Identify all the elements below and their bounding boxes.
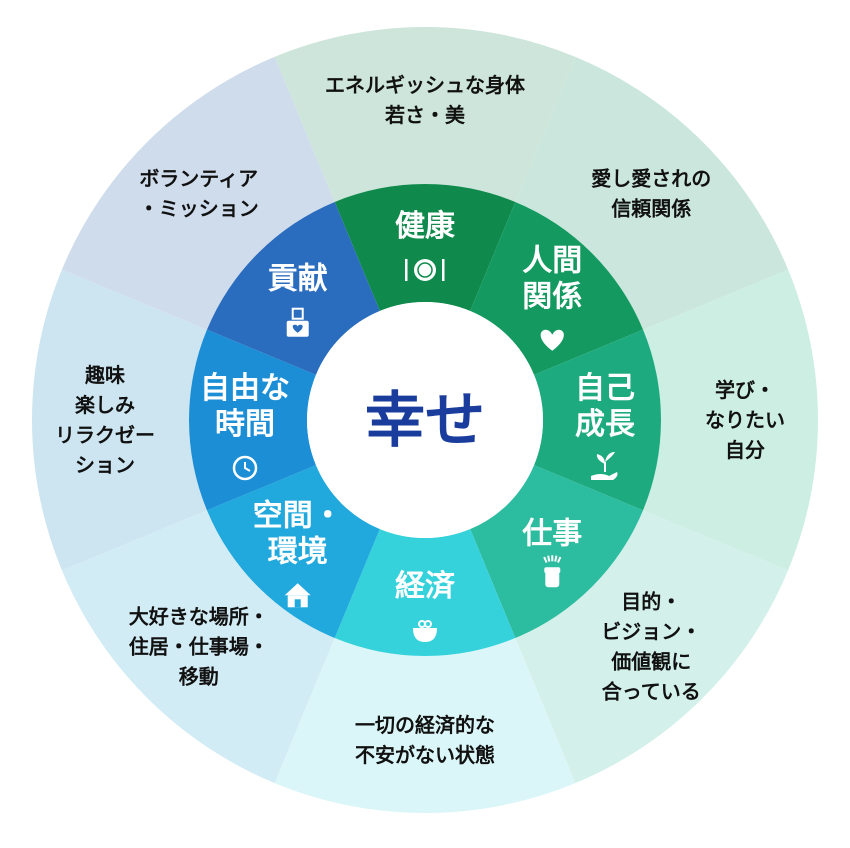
sprout-in-hand-icon [591, 452, 618, 480]
donation-box-icon [286, 307, 309, 337]
inner-segment-growth [534, 329, 661, 511]
inner-label-free-time: 自由な [200, 371, 290, 406]
outer-label-growth: 学び・ [715, 378, 775, 402]
inner-label-space: 環境 [268, 534, 328, 569]
outer-label-work: ビジョン・ [601, 619, 701, 643]
inner-label-work: 仕事 [521, 516, 582, 551]
outer-label-free-time: ション [75, 453, 135, 477]
inner-segment-work [470, 465, 644, 639]
inner-segment-relationships [470, 201, 644, 375]
outer-label-free-time: 趣味 [84, 363, 125, 387]
inner-segment-economy [334, 529, 516, 656]
inner-label-relationships: 関係 [522, 280, 582, 315]
inner-segment-health [334, 184, 516, 311]
outer-label-growth: 自分 [725, 438, 765, 462]
outer-segment-work [515, 510, 789, 784]
coin-purse-icon [413, 620, 437, 642]
inner-label-growth: 自己 [575, 371, 635, 406]
raised-fist-icon [543, 555, 562, 588]
inner-label-relationships: 人間 [522, 244, 582, 279]
outer-label-free-time: 楽しみ [75, 393, 135, 417]
outer-label-work: 価値観に [610, 649, 691, 673]
outer-label-space: 大好きな場所・ [129, 604, 269, 628]
outer-label-space: 移動 [179, 664, 219, 688]
outer-label-health: 若さ・美 [384, 103, 466, 127]
inner-label-growth: 成長 [575, 407, 636, 442]
outer-segment-relationships [515, 56, 789, 330]
outer-segment-space [61, 510, 335, 784]
outer-label-contribution: ・ミッション [139, 197, 259, 221]
outer-label-relationships: 信頼関係 [611, 197, 691, 221]
outer-label-growth: なりたい [705, 408, 785, 432]
inner-ring [189, 184, 661, 656]
inner-label-economy: 経済 [395, 569, 456, 604]
outer-segment-free-time [32, 269, 207, 571]
outer-label-relationships: 愛し愛されの [591, 167, 711, 191]
dinner-plate-icon [405, 259, 445, 281]
inner-label-free-time: 時間 [215, 407, 275, 442]
inner-label-space: 空間・ [253, 498, 343, 533]
outer-label-free-time: リラクゼー [55, 423, 155, 447]
inner-segment-contribution [206, 201, 380, 375]
outer-ring [32, 27, 818, 813]
outer-label-contribution: ボランティア [139, 167, 258, 191]
heart-icon [540, 329, 564, 351]
outer-segment-economy [274, 638, 576, 813]
inner-label-contribution: 貢献 [268, 262, 328, 297]
outer-segment-contribution [61, 56, 335, 330]
inner-segment-free-time [189, 329, 316, 511]
outer-label-economy: 一切の経済的な [355, 713, 495, 737]
inner-segment-space [206, 465, 380, 639]
center-circle [307, 302, 543, 538]
outer-label-economy: 不安がない状態 [355, 743, 495, 767]
outer-segment-health [274, 27, 576, 202]
house-icon [284, 583, 311, 608]
center-label: 幸せ [365, 386, 485, 456]
outer-segment-growth [643, 269, 818, 571]
center-hub: 幸せ [307, 302, 543, 538]
outer-label-work: 合っている [602, 679, 701, 703]
outer-label-health: エネルギッシュな身体 [325, 73, 526, 97]
outer-label-work: 目的・ [621, 589, 681, 613]
clock-icon [232, 455, 258, 481]
outer-label-space: 住居・仕事場・ [129, 634, 269, 658]
inner-label-health: 健康 [395, 209, 456, 244]
